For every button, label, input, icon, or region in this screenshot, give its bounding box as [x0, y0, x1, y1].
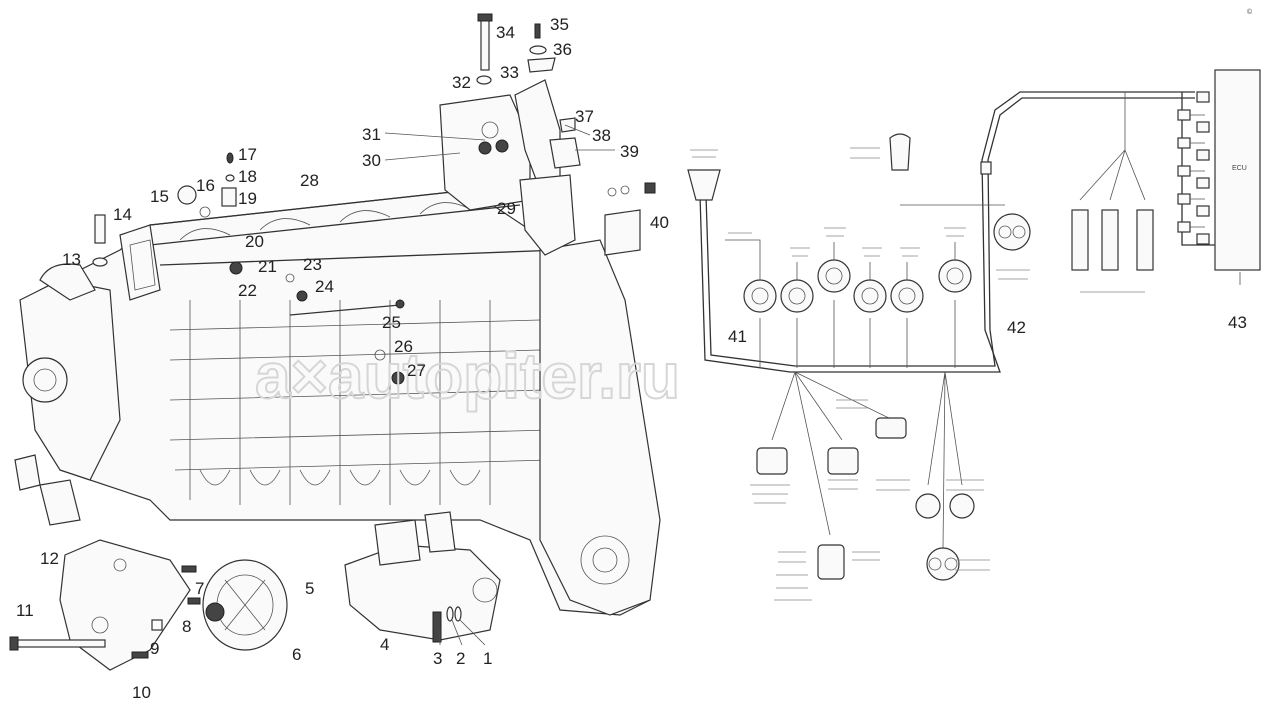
- callout-27: 27: [407, 361, 426, 380]
- callout-25: 25: [382, 313, 401, 332]
- starter-motor: [344, 511, 501, 643]
- callout-20: 20: [245, 232, 264, 251]
- callout-15: 15: [150, 187, 169, 206]
- callout-12: 12: [40, 549, 59, 568]
- callout-35: 35: [550, 15, 569, 34]
- callout-9: 9: [150, 639, 159, 658]
- callout-numbers: 1 2 3 4 5 6 7 8 9 10 11 12 13 14 15 16 1…: [16, 15, 1247, 702]
- callout-38: 38: [592, 126, 611, 145]
- callout-31: 31: [362, 125, 381, 144]
- callout-42: 42: [1007, 318, 1026, 337]
- callout-16: 16: [196, 176, 215, 195]
- ecu-label: ECU: [1232, 165, 1247, 172]
- callout-26: 26: [394, 337, 413, 356]
- callout-34: 34: [496, 23, 515, 42]
- callout-40: 40: [650, 213, 669, 232]
- callout-41: 41: [728, 327, 747, 346]
- callout-10: 10: [132, 683, 151, 702]
- callout-28: 28: [300, 171, 319, 190]
- callout-1: 1: [483, 649, 492, 668]
- callout-5: 5: [305, 579, 314, 598]
- callout-17: 17: [238, 145, 257, 164]
- callout-23: 23: [303, 255, 322, 274]
- callout-11: 11: [16, 601, 34, 620]
- connector-notes: [690, 147, 1145, 601]
- callout-21: 21: [258, 257, 277, 276]
- wiring-harness: [687, 91, 1215, 581]
- engine-block: [14, 179, 661, 616]
- corner-copyright-mark: ©: [1247, 8, 1253, 16]
- callout-4: 4: [380, 635, 389, 654]
- callout-6: 6: [292, 645, 301, 664]
- callout-14: 14: [113, 205, 132, 224]
- alternator-assembly: [9, 539, 288, 671]
- callout-39: 39: [620, 142, 639, 161]
- callout-7: 7: [195, 579, 204, 598]
- callout-13: 13: [62, 250, 81, 269]
- callout-33: 33: [500, 63, 519, 82]
- fuel-pump-bracket: [92, 13, 656, 267]
- leader-lines: [384, 124, 1241, 646]
- callout-43: 43: [1228, 313, 1247, 332]
- callout-18: 18: [238, 167, 257, 186]
- callout-2: 2: [456, 649, 465, 668]
- callout-3: 3: [433, 649, 442, 668]
- callout-30: 30: [362, 151, 381, 170]
- callout-36: 36: [553, 40, 572, 59]
- callout-32: 32: [452, 73, 471, 92]
- callout-19: 19: [238, 189, 257, 208]
- ecu-module: ECU: [1214, 69, 1261, 271]
- callout-24: 24: [315, 277, 334, 296]
- callout-29: 29: [497, 199, 516, 218]
- callout-37: 37: [575, 107, 594, 126]
- callout-8: 8: [182, 617, 191, 636]
- watermark: a×autopiter.ru: [255, 340, 680, 412]
- callout-22: 22: [238, 281, 257, 300]
